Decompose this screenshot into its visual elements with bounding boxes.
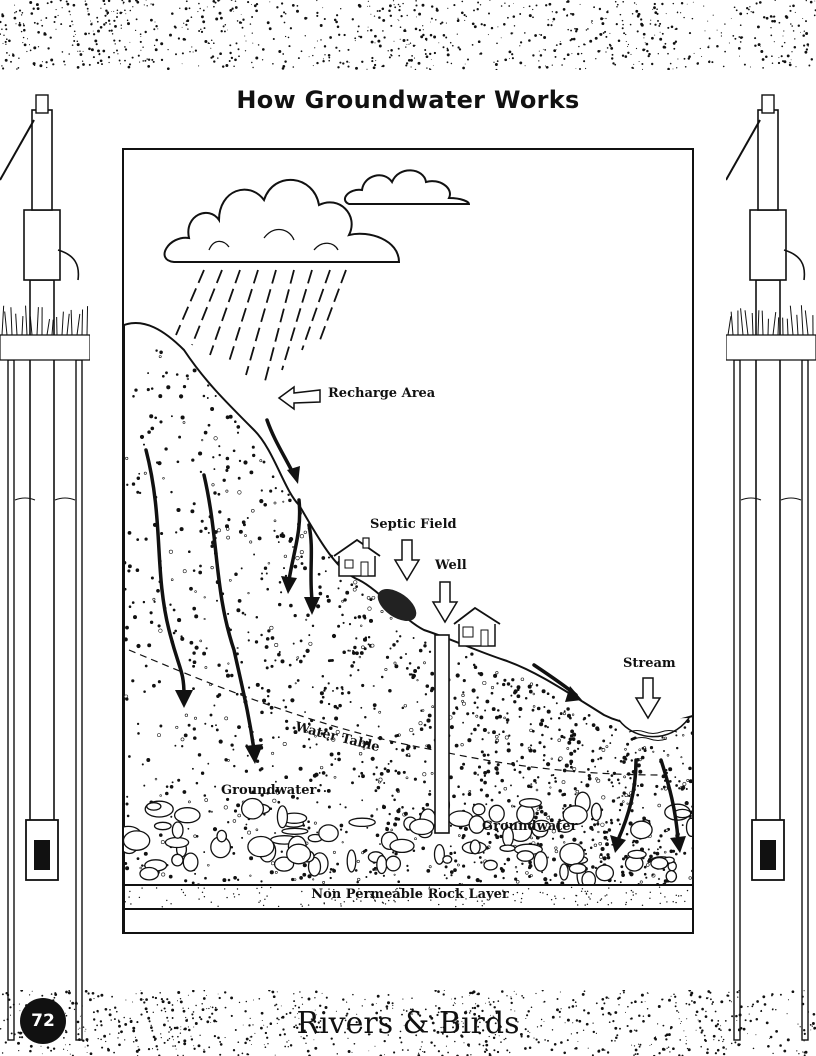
label-groundwater-right: Groundwater [482, 819, 578, 834]
page-number-badge: 72 [20, 998, 66, 1044]
speckle-border-top [0, 0, 816, 70]
label-groundwater-left: Groundwater [221, 783, 317, 798]
label-septic-field: Septic Field [370, 517, 457, 532]
well-pipe [434, 634, 450, 834]
label-recharge-area: Recharge Area [328, 386, 436, 401]
label-rock-layer: Non Permeable Rock Layer [311, 887, 509, 902]
flow-arrowheads [175, 466, 686, 853]
diagram-illustration [124, 169, 692, 932]
page-title: How Groundwater Works [236, 86, 580, 114]
septic-field-patch [377, 589, 417, 621]
flow-arrows [144, 418, 680, 842]
cloud-icon [343, 169, 471, 205]
rain-icon [175, 269, 347, 386]
groundwater-diagram: Recharge Area Septic Field Well Stream W… [122, 148, 694, 934]
rock-layer-band [124, 884, 692, 910]
hillside-ground [124, 322, 692, 932]
house-icon [333, 537, 381, 577]
well-pump-icon [726, 94, 816, 1041]
water-table-line [128, 649, 665, 776]
label-well: Well [435, 558, 467, 573]
arrow-icon [277, 385, 662, 720]
book-title-footer: Rivers & Birds [296, 1006, 520, 1041]
house-icon [453, 606, 501, 647]
label-stream: Stream [623, 656, 676, 671]
well-pump-icon [0, 94, 90, 1041]
stream-water [618, 717, 690, 738]
